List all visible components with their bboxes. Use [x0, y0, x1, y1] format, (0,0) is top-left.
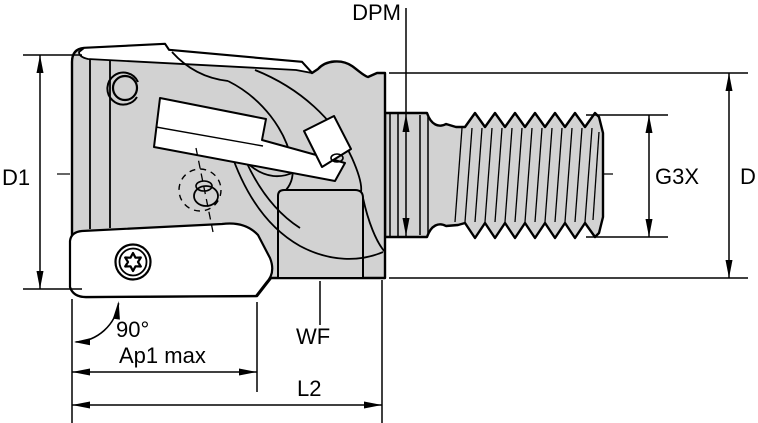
dim-ap1	[72, 302, 258, 392]
top-chamfer-band	[78, 43, 313, 74]
dim-d1	[23, 54, 82, 290]
clamp-screw-hidden	[178, 147, 222, 233]
dimension-label-l2: L2	[297, 376, 322, 401]
chip-pocket	[277, 189, 364, 279]
dimension-label-g3x: G3X	[655, 164, 700, 189]
insert-bottom	[68, 222, 274, 299]
insert-main	[153, 97, 346, 182]
dim-g3x	[586, 114, 668, 238]
threaded-shank	[383, 111, 605, 240]
neck-face-lines	[389, 114, 429, 236]
screw-hole	[106, 71, 139, 106]
dimension-label-dpm: DPM	[352, 0, 401, 25]
thread-flank-lines	[454, 127, 600, 223]
dim-dpm	[402, 8, 410, 236]
dimension-label-d: D	[740, 164, 756, 189]
dim-angle-arc	[74, 301, 120, 346]
dimension-label-ap1-max: Ap1 max	[119, 343, 206, 368]
dimension-label-d1: D1	[2, 165, 31, 190]
dim-l2	[71, 280, 383, 423]
dimension-label-wf: WF	[296, 324, 331, 349]
dim-d	[389, 72, 748, 279]
torx-screw	[114, 243, 152, 281]
neck-and-thread-outline	[383, 111, 605, 240]
dimension-label-angle: 90°	[116, 317, 150, 342]
insert-edge-on	[303, 115, 352, 168]
